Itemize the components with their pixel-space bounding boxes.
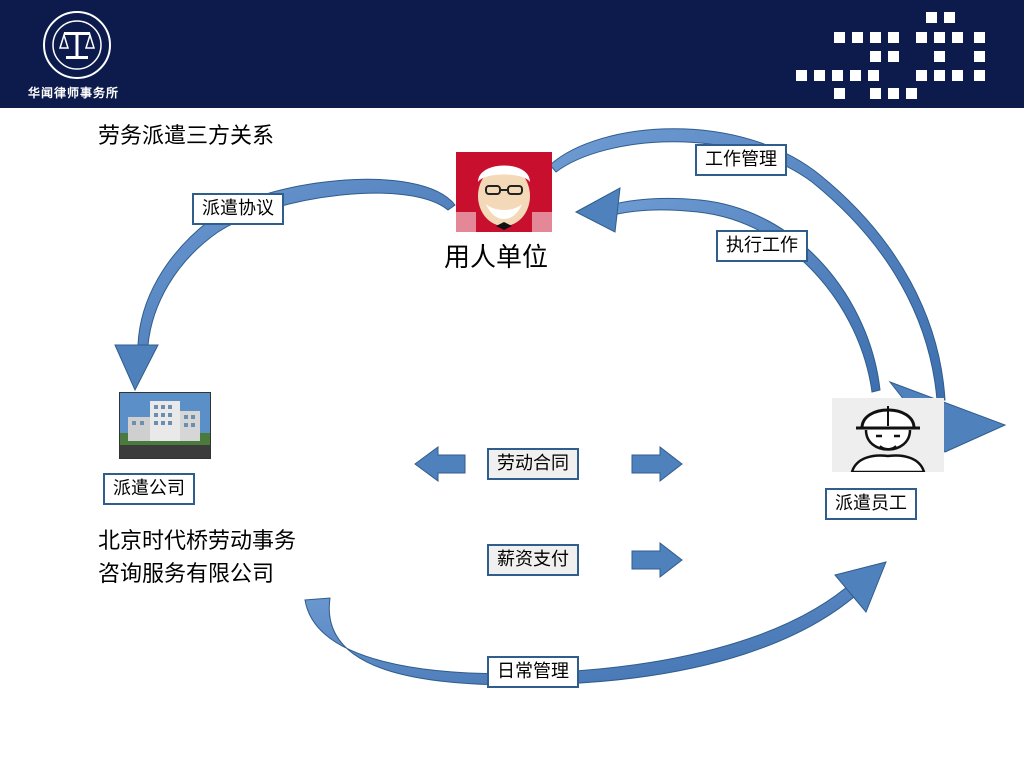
decorative-squares xyxy=(796,10,1006,100)
arrow-daily-management xyxy=(304,579,863,686)
arrow-dispatch-agreement xyxy=(137,178,456,346)
label-labor-contract: 劳动合同 xyxy=(487,448,579,480)
company-name-line2: 咨询服务有限公司 xyxy=(98,562,275,587)
office-building-photo-icon xyxy=(120,393,210,458)
header-bar: 华闻律师事务所 xyxy=(0,0,1024,108)
arrow-labor-contract-left xyxy=(414,446,466,482)
worker-hardhat-icon xyxy=(832,398,944,472)
label-dispatch-company: 派遣公司 xyxy=(103,473,195,505)
label-salary-payment: 薪资支付 xyxy=(487,544,579,576)
label-daily-management: 日常管理 xyxy=(487,656,579,688)
kfc-colonel-logo-icon xyxy=(456,152,552,232)
label-dispatched-employee: 派遣员工 xyxy=(825,488,917,520)
company-building-image xyxy=(119,392,211,459)
employer-logo-image xyxy=(456,152,552,232)
label-dispatch-agreement: 派遣协议 xyxy=(192,193,284,225)
company-full-name: 北京时代桥劳动事务 咨询服务有限公司 xyxy=(98,525,296,591)
arrow-salary-payment xyxy=(631,541,683,579)
firm-name: 华闻律师事务所 xyxy=(28,86,120,100)
employee-worker-image xyxy=(832,398,944,472)
label-work-management: 工作管理 xyxy=(695,144,787,176)
law-firm-logo-icon xyxy=(43,11,111,79)
company-name-line1: 北京时代桥劳动事务 xyxy=(98,529,297,554)
label-perform-work: 执行工作 xyxy=(716,230,808,262)
arrow-perform-work xyxy=(609,197,881,393)
slide-title: 劳务派遣三方关系 xyxy=(98,124,275,149)
employer-label: 用人单位 xyxy=(444,243,549,273)
arrow-labor-contract-right xyxy=(631,445,683,483)
